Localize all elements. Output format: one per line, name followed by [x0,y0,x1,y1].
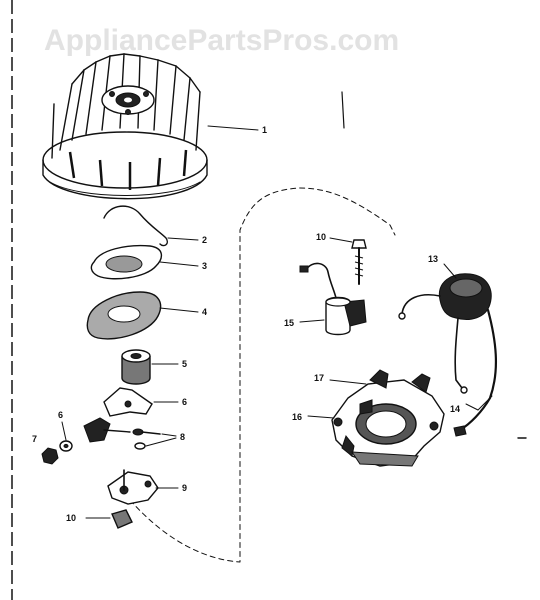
stray-mark [341,91,345,129]
leader-14b [477,395,493,411]
callout-13: 13 [428,254,438,264]
leader-3 [159,261,199,267]
callout-9: 8 [180,432,185,442]
coil-leads [453,308,498,437]
callout-10-lower: 10 [66,513,76,523]
callout-14: 14 [450,404,460,414]
breaker-plate [107,469,159,505]
ignition-coil [398,273,492,320]
callout-5: 5 [182,359,187,369]
leader-16 [307,415,335,419]
washer [59,440,73,452]
callout-16: 16 [292,412,302,422]
callout-17: 17 [314,373,324,383]
stator-plate [331,369,445,467]
screw-and-washer [132,428,161,450]
leader-13 [443,263,457,279]
leader-15 [299,319,325,323]
leader-14a [465,403,479,411]
flywheel [42,53,208,200]
felt-wick [111,509,133,529]
condenser [299,262,367,336]
callout-7: 6 [58,410,63,420]
nut [41,447,59,465]
callout-3: 3 [202,261,207,271]
breaker-arm [103,387,153,417]
assembly-outline [129,187,396,563]
spring-clip [103,205,169,247]
callout-8: 7 [32,434,37,444]
callout-10-upper: 10 [316,232,326,242]
leader-10a [329,237,353,243]
callout-15: 15 [284,318,294,328]
leader-17 [329,379,367,385]
leader-7 [61,421,67,441]
callout-6-lower: 9 [182,483,187,493]
callout-2: 2 [202,235,207,245]
leader-2 [167,237,199,241]
coil-screw [351,239,367,285]
bushing [121,349,151,385]
leader-9a [161,433,177,437]
gasket [86,291,162,340]
callout-1: 1 [262,125,267,135]
watermark: AppliancePartsPros.com [44,24,399,57]
leader-1 [207,125,259,131]
contact-bracket [83,417,131,443]
callout-6-upper: 6 [182,397,187,407]
leader-9b [145,437,177,447]
callout-4: 4 [202,307,207,317]
dust-cover [90,244,163,280]
leader-4 [159,307,199,313]
